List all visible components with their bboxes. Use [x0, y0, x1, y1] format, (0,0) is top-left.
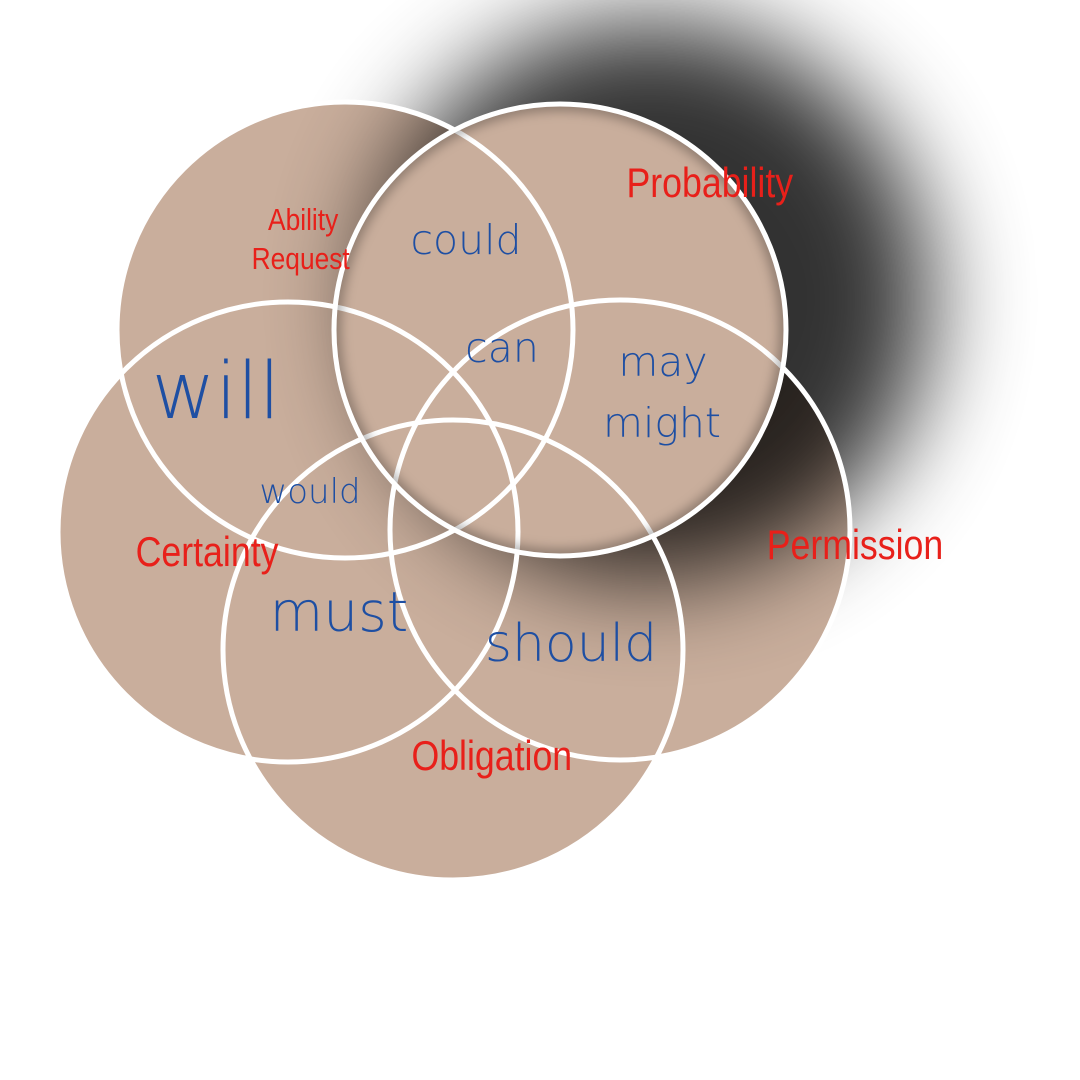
- modal-can: can: [465, 324, 539, 372]
- modal-should: should: [485, 614, 657, 674]
- category-ability-label: Ability: [268, 203, 339, 237]
- modal-would: would: [259, 472, 360, 512]
- modal-could: could: [410, 216, 521, 264]
- category-permission-label: Permission: [767, 522, 944, 568]
- category-request-label: Request: [252, 242, 350, 276]
- lens-disk: [334, 104, 786, 556]
- category-obligation-label: Obligation: [411, 733, 572, 779]
- modal-might: might: [603, 399, 721, 447]
- modal-will: will: [152, 347, 281, 437]
- modal-verb-words: could can may might will would must shou…: [152, 216, 721, 674]
- lens-ring-ability: [334, 104, 576, 556]
- modal-must: must: [270, 580, 409, 644]
- category-labels: Ability Request Probability Certainty Pe…: [136, 160, 944, 779]
- category-probability-label: Probability: [626, 160, 793, 206]
- category-certainty-label: Certainty: [136, 529, 279, 575]
- lens-ring-obligation: [334, 417, 686, 556]
- lens-ring-certainty: [334, 299, 521, 556]
- modal-may: may: [618, 338, 707, 386]
- lens-rim: [331, 101, 789, 559]
